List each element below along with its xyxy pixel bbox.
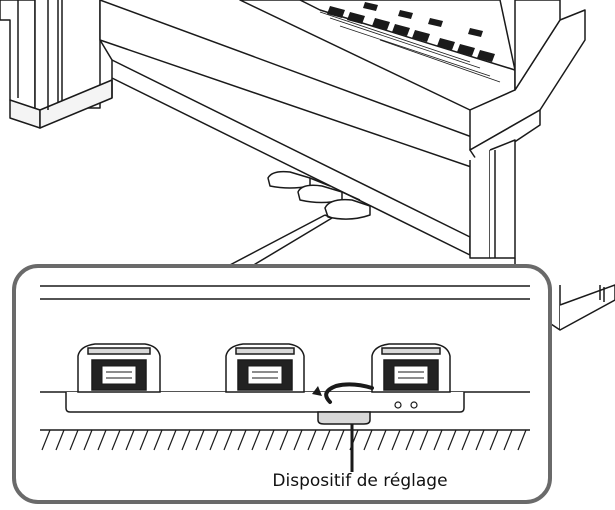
piano-pedals <box>267 170 371 220</box>
floor-hatching <box>41 429 527 451</box>
left-cabinet-side <box>0 0 113 129</box>
key-lines <box>319 11 501 83</box>
pedal-middle <box>225 343 305 393</box>
screw-hole-2 <box>410 401 418 409</box>
detail-callout <box>12 264 552 504</box>
zoom-lines <box>227 214 333 267</box>
right-cabinet-side <box>469 0 615 331</box>
adjuster-label: Dispositif de réglage <box>272 471 448 491</box>
pedal-left <box>77 343 161 393</box>
screw-hole-1 <box>394 401 402 409</box>
pedal-right <box>371 343 451 393</box>
adjuster-foot <box>317 411 371 425</box>
rotation-arrow-icon <box>312 382 374 404</box>
pedal-box <box>65 392 465 413</box>
piano-illustration <box>0 0 615 331</box>
black-keys <box>327 2 495 62</box>
floor <box>40 429 530 451</box>
